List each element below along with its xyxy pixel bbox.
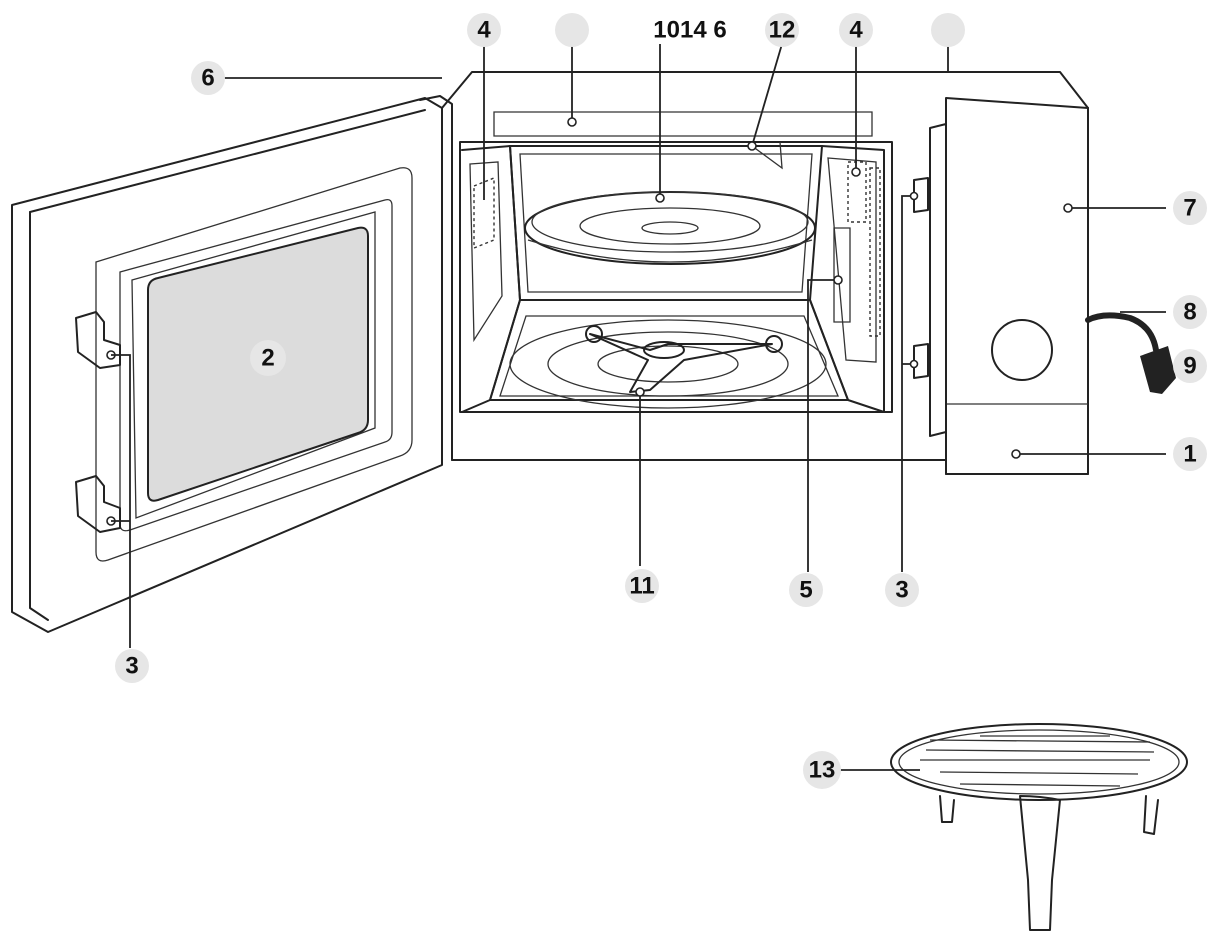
- grill-heater: [751, 141, 783, 170]
- callout-4-right-label: 4: [849, 17, 863, 44]
- callout-6: 6: [191, 61, 225, 95]
- door-latch-lower: [75, 475, 121, 533]
- callout-13-label: 13: [809, 757, 836, 784]
- callout-top-group: 1014 6: [653, 17, 726, 44]
- callout-13: 13: [803, 751, 841, 789]
- side-vent-left: [473, 176, 495, 250]
- side-vent-right: [847, 161, 867, 223]
- callout-2: 2: [250, 340, 286, 376]
- callout-3-right: 3: [885, 573, 919, 607]
- callout-blank-right: [931, 13, 965, 47]
- callout-12: 12: [765, 13, 799, 47]
- callout-11-label: 11: [629, 573, 654, 600]
- callout-3-right-label: 3: [895, 577, 908, 604]
- roller-ring: [509, 319, 827, 409]
- callout-5-label: 5: [799, 577, 812, 604]
- callout-12-label: 12: [769, 17, 796, 44]
- callout-1: 1: [1173, 437, 1207, 471]
- callout-9: 9: [1173, 349, 1207, 383]
- control-knob: [991, 319, 1053, 381]
- waveguide-cover: [833, 227, 851, 323]
- callout-1-label: 1: [1183, 441, 1196, 468]
- callout-8: 8: [1173, 295, 1207, 329]
- callout-5: 5: [789, 573, 823, 607]
- callout-4-left: 4: [467, 13, 501, 47]
- callout-6-label: 6: [201, 65, 214, 92]
- door: [11, 95, 453, 633]
- leader-lines: [111, 43, 1166, 771]
- callout-9-label: 9: [1183, 353, 1196, 380]
- door-latch-upper: [75, 311, 121, 369]
- callout-11: 11: [625, 569, 659, 603]
- callout-8-label: 8: [1183, 299, 1196, 326]
- glass-tray: [524, 191, 816, 265]
- cabinet: [441, 71, 1089, 475]
- callout-blank-left: [555, 13, 589, 47]
- side-vent-right-lower: [869, 167, 881, 337]
- callout-7-label: 7: [1183, 195, 1196, 222]
- callout-2-label: 2: [261, 345, 274, 372]
- power-cord: [1085, 312, 1176, 394]
- door-hooks-right: [913, 177, 929, 379]
- grill-rack: [890, 723, 1188, 931]
- cavity: [461, 145, 885, 413]
- callout-3-left: 3: [115, 649, 149, 683]
- callout-top-group-label: 1014 6: [653, 17, 726, 44]
- callout-3-left-label: 3: [125, 653, 138, 680]
- callout-4-right: 4: [839, 13, 873, 47]
- callout-7: 7: [1173, 191, 1207, 225]
- callout-4-left-label: 4: [477, 17, 491, 44]
